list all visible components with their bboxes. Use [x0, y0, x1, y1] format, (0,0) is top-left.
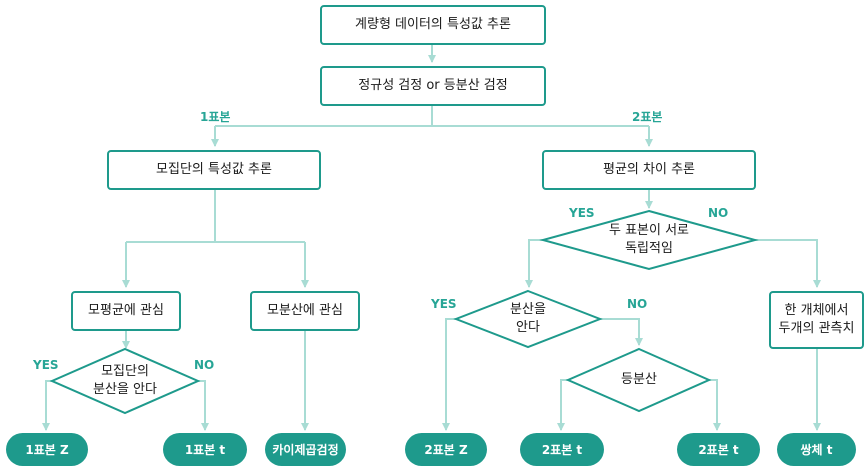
- diamond-var-known: [453, 289, 603, 349]
- diamond-pop-var-known-label: 모집단의 분산을 안다: [93, 364, 157, 397]
- result-two-sample-t-equal-label: 2표본 t: [541, 443, 583, 457]
- node-paired-label: 한 개체에서 두개의 관측치: [778, 303, 855, 336]
- diamond-equal-var: [565, 347, 712, 413]
- diamond-var-known-text: 분산을 안다: [478, 298, 578, 340]
- node-paired: 한 개체에서 두개의 관측치: [769, 291, 864, 349]
- diamond-equal-var-label: 등분산: [621, 372, 657, 388]
- edge-d3-yes: [442, 318, 456, 431]
- edge-d1-yes: [42, 380, 52, 431]
- node-pop-infer-label: 모집단의 특성값 추론: [156, 162, 272, 178]
- result-two-sample-t-unequal: 2표본 t: [677, 433, 760, 466]
- result-two-sample-z-label: 2표본 Z: [424, 443, 468, 457]
- node-diff-infer-label: 평균의 차이 추론: [603, 162, 695, 178]
- result-two-sample-t-unequal-label: 2표본 t: [698, 443, 739, 457]
- label-one-sample: 1표본: [200, 110, 231, 124]
- result-one-sample-z-label: 1표본 Z: [25, 443, 69, 457]
- result-one-sample-t: 1표본 t: [163, 433, 247, 466]
- edge-d1-no: [198, 380, 209, 431]
- label-d3-yes: YES: [431, 297, 457, 311]
- node-pop-infer: 모집단의 특성값 추론: [107, 150, 321, 190]
- edge-d4-right: [709, 379, 721, 431]
- diamond-independent-text: 두 표본이 서로 독립적임: [580, 219, 718, 261]
- edge-d2-no: [755, 239, 821, 288]
- node-var-interest-label: 모분산에 관심: [267, 303, 343, 319]
- result-paired-t-label: 쌍체 t: [800, 443, 833, 457]
- result-two-sample-z: 2표본 Z: [405, 433, 487, 466]
- node-mean-interest: 모평균에 관심: [71, 291, 181, 331]
- diamond-independent: [539, 209, 759, 271]
- diamond-pop-var-known: [49, 347, 201, 415]
- edge-d4-left: [557, 379, 568, 431]
- diamond-independent-label: 두 표본이 서로 독립적임: [608, 223, 690, 256]
- edge-d3-no: [600, 318, 643, 346]
- result-chi-square: 카이제곱검정: [265, 433, 346, 466]
- label-d3-no: NO: [627, 297, 648, 311]
- result-two-sample-t-equal: 2표본 t: [520, 433, 604, 466]
- edge-pop-infer-split: [126, 190, 305, 243]
- result-one-sample-z: 1표본 Z: [6, 433, 88, 466]
- diamond-equal-var-text: 등분산: [589, 369, 689, 391]
- label-d1-no: NO: [194, 358, 215, 372]
- result-one-sample-t-label: 1표본 t: [184, 443, 226, 457]
- node-normality: 정규성 검정 or 등분산 검정: [320, 66, 546, 106]
- label-two-sample: 2표본: [632, 110, 663, 124]
- label-d1-yes: YES: [33, 358, 59, 372]
- result-chi-square-label: 카이제곱검정: [272, 443, 339, 457]
- edge-d2-yes: [525, 239, 543, 288]
- node-normality-label: 정규성 검정 or 등분산 검정: [358, 78, 508, 94]
- node-root: 계량형 데이터의 특성값 추론: [320, 5, 546, 45]
- node-diff-infer: 평균의 차이 추론: [542, 150, 756, 190]
- diamond-pop-var-known-text: 모집단의 분산을 안다: [72, 360, 178, 402]
- node-root-label: 계량형 데이터의 특성값 추론: [355, 17, 511, 33]
- label-d2-yes: YES: [569, 206, 595, 220]
- diamond-var-known-label: 분산을 안다: [510, 302, 546, 335]
- node-var-interest: 모분산에 관심: [250, 291, 360, 331]
- node-mean-interest-label: 모평균에 관심: [88, 303, 164, 319]
- result-paired-t: 쌍체 t: [777, 433, 856, 466]
- label-d2-no: NO: [708, 206, 729, 220]
- edge-normality-split: [215, 105, 649, 127]
